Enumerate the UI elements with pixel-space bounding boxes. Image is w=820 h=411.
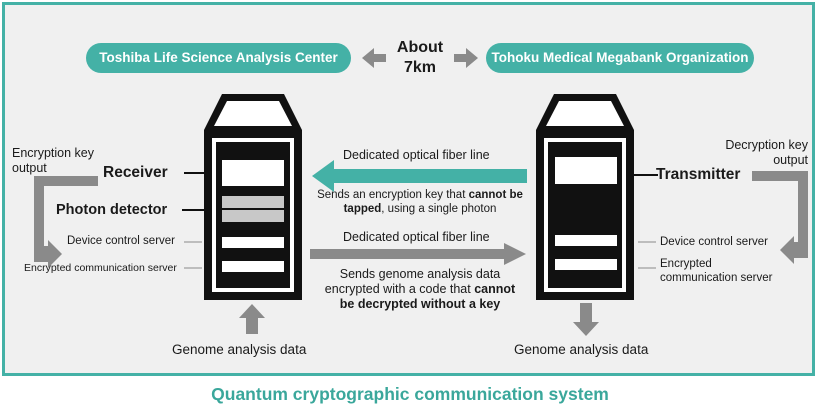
data-fiber-label: Dedicated optical fiber line	[343, 230, 490, 244]
rx-encrypted-comm-server-label: Encrypted communication server	[24, 262, 177, 274]
distance-arrow-right	[454, 48, 478, 68]
receiver-encrypted-comm-slot	[222, 261, 284, 272]
genome-input-arrow	[239, 304, 265, 334]
receiver-label: Receiver	[103, 164, 168, 181]
transmitter-tower	[536, 94, 634, 300]
encryption-key-output-arrow	[34, 176, 98, 268]
distance-label: About 7km	[386, 38, 454, 78]
distance-line1: About	[396, 39, 444, 56]
receiver-panel-top	[222, 160, 284, 186]
genome-output-arrow	[573, 303, 599, 336]
transmitter-label: Transmitter	[656, 166, 741, 183]
quantum-key-arrow	[312, 160, 527, 192]
decryption-key-output-arrow	[752, 171, 808, 264]
distance-line2: 7km	[403, 59, 437, 76]
rx-device-control-server-label: Device control server	[67, 235, 176, 247]
quantum-key-description: Sends an encryption key that cannot be t…	[317, 189, 523, 215]
decryption-key-output-label: Decryption key output	[725, 138, 808, 167]
tohoku-megabank-label: Tohoku Medical Megabank Organization	[491, 50, 749, 65]
transmitter-encrypted-comm-slot	[555, 259, 617, 270]
receiver-device-control-slot	[222, 237, 284, 248]
diagram-caption: Quantum cryptographic communication syst…	[211, 384, 609, 404]
transmitter-device-control-slot	[555, 235, 617, 246]
photon-detector-label: Photon detector	[56, 202, 168, 218]
toshiba-center-pill: Toshiba Life Science Analysis Center	[86, 43, 351, 73]
encrypted-data-description: Sends genome analysis data encrypted wit…	[324, 267, 516, 311]
receiver-tower	[204, 94, 302, 300]
photon-detector-slot-2	[222, 210, 284, 222]
genome-input-label: Genome analysis data	[172, 342, 307, 357]
photon-detector-slot-1	[222, 196, 284, 208]
tohoku-megabank-pill: Tohoku Medical Megabank Organization	[486, 43, 754, 73]
tx-encrypted-comm-server-label: Encrypted communication server	[660, 258, 773, 284]
distance-arrow-left	[362, 48, 386, 68]
toshiba-center-label: Toshiba Life Science Analysis Center	[99, 50, 338, 65]
genome-output-label: Genome analysis data	[514, 342, 649, 357]
quantum-fiber-label: Dedicated optical fiber line	[343, 148, 490, 162]
tx-device-control-server-label: Device control server	[660, 236, 769, 248]
transmitter-panel-top	[555, 157, 617, 184]
encryption-key-output-label: Encryption key output	[12, 146, 94, 175]
encrypted-data-arrow	[310, 243, 526, 265]
